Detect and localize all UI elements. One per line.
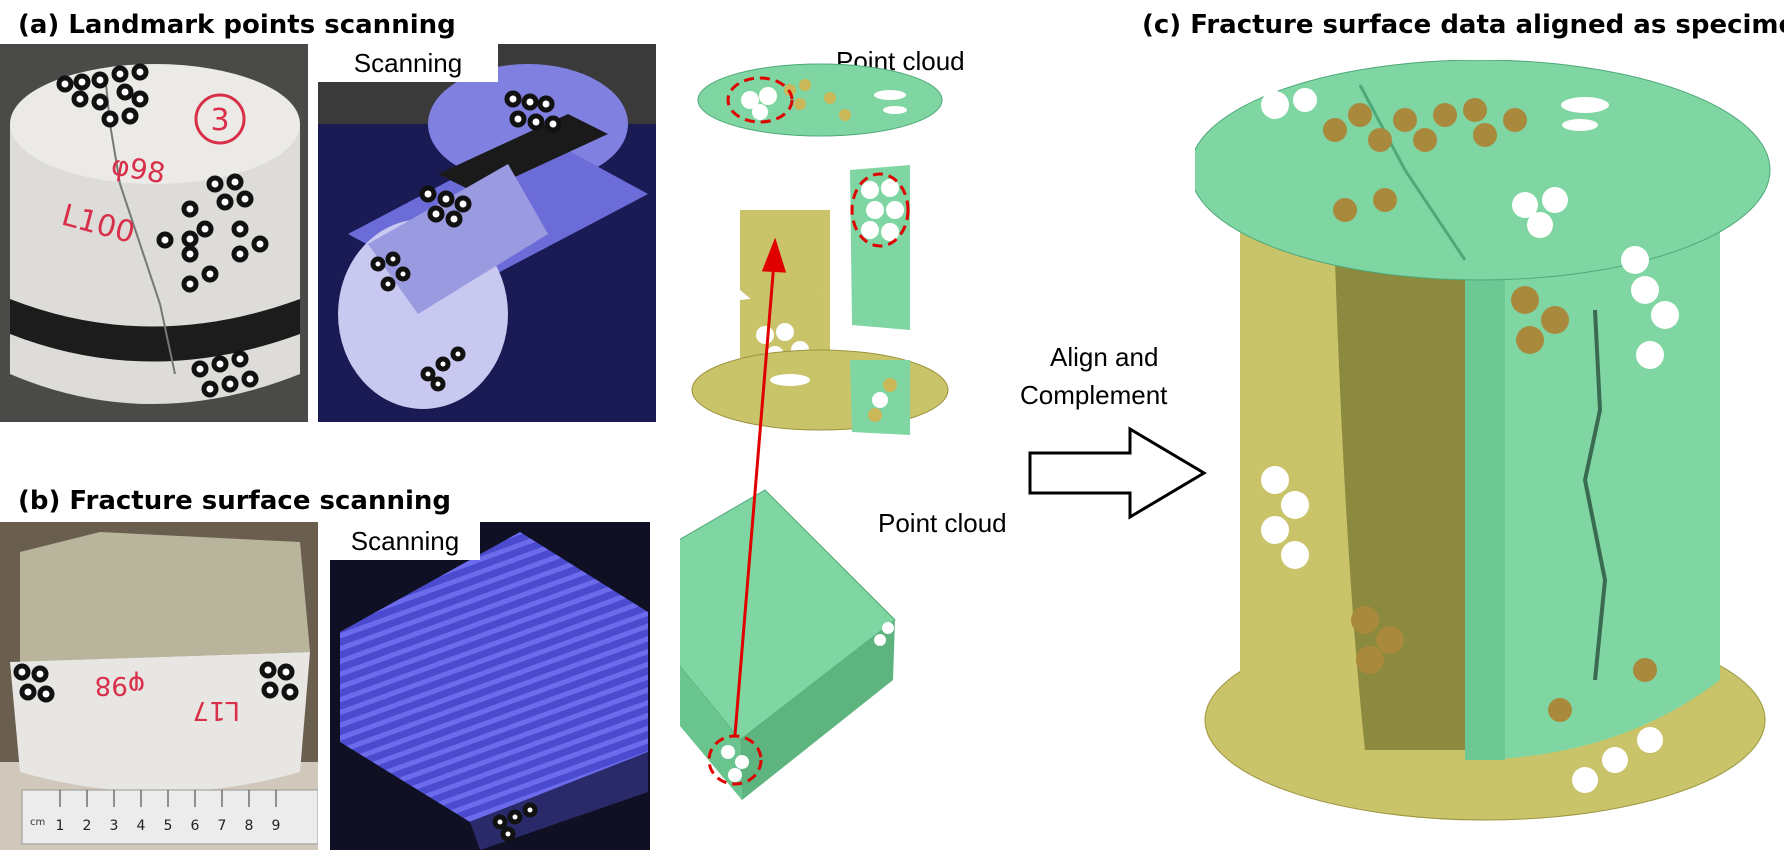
- specimen-photo-landmarks: 3 φ98 L100: [0, 44, 308, 422]
- fracture-length-mark: L17: [192, 695, 240, 725]
- align-arrow: [1028, 426, 1207, 520]
- ruler-tick-label: 6: [191, 818, 200, 834]
- ruler-tick-label: 5: [164, 818, 173, 834]
- point-cloud-label-bottom: Point cloud: [878, 508, 1007, 538]
- ruler-tick-label: 8: [245, 818, 254, 834]
- ruler-unit: cm: [30, 817, 45, 828]
- ruler-tick-label: 3: [110, 818, 119, 834]
- ruler-tick-label: 1: [56, 818, 65, 834]
- panel-c-title: (c) Fracture surface data aligned as spe…: [1142, 10, 1784, 40]
- specimen-number-mark: 3: [210, 103, 229, 138]
- ruler-tick-label: 7: [218, 818, 227, 834]
- ruler-tick-label: 4: [137, 818, 146, 834]
- ruler: cm 1 2 3 4 5 6 7 8 9: [21, 789, 318, 845]
- aligned-specimen-3d: [1195, 60, 1771, 821]
- panel-a-title: (a) Landmark points scanning: [18, 10, 456, 40]
- panel-b-title: (b) Fracture surface scanning: [18, 486, 451, 516]
- fracture-diameter-mark: φ98: [95, 670, 145, 700]
- align-label-line2: Complement: [1020, 380, 1168, 410]
- panel-b-scanning-label: Scanning: [330, 522, 480, 560]
- point-cloud-diagram: [680, 63, 949, 800]
- fracture-scanning-photo: [330, 522, 650, 850]
- fracture-specimen-photo: φ98 L17 cm 1 2 3 4 5 6 7 8 9: [0, 522, 318, 850]
- ruler-tick-label: 2: [83, 818, 92, 834]
- ruler-tick-label: 9: [272, 818, 281, 834]
- landmark-scanning-photo: [318, 44, 656, 422]
- align-label-line1: Align and: [1050, 342, 1159, 372]
- panel-a-scanning-label: Scanning: [318, 44, 498, 82]
